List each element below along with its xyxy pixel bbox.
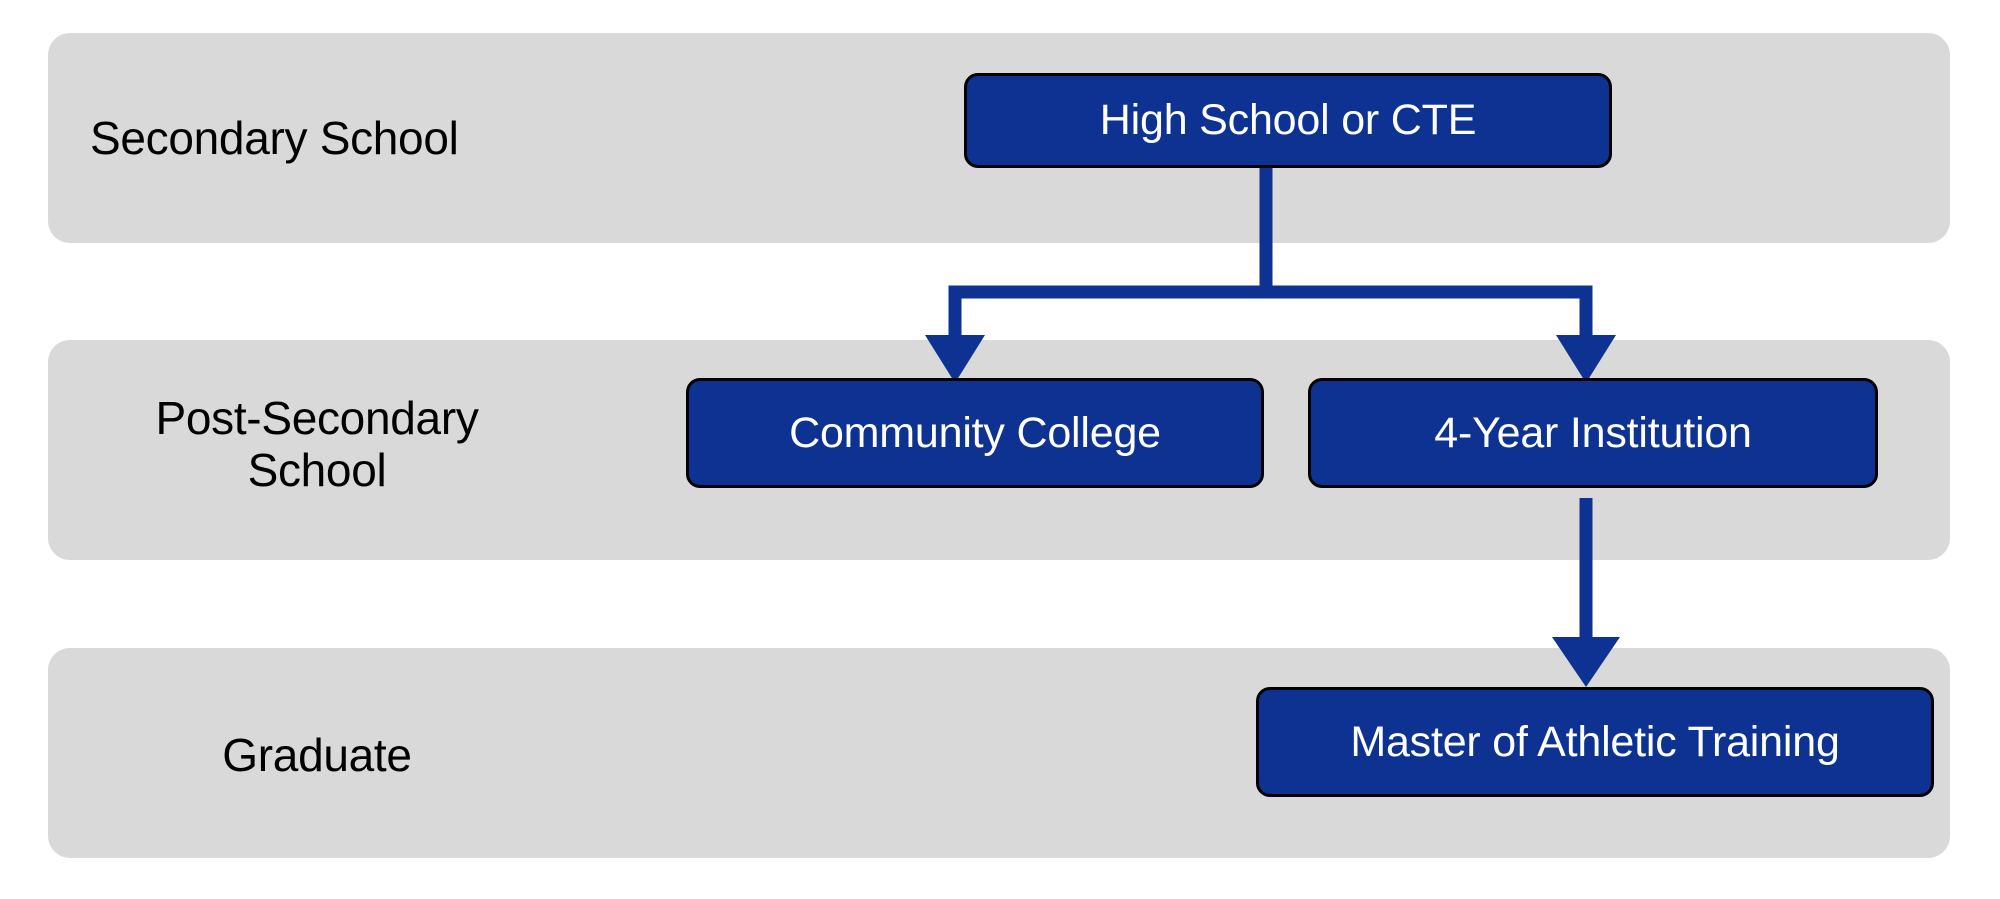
tier-label-graduate: Graduate [222, 729, 412, 781]
node-four-year-institution[interactable]: 4-Year Institution [1308, 378, 1878, 488]
tier-label-secondary: Secondary School [90, 112, 459, 164]
node-high-school[interactable]: High School or CTE [964, 73, 1612, 168]
node-community-college[interactable]: Community College [686, 378, 1264, 488]
tier-label-post-secondary: Post-Secondary School [155, 392, 479, 496]
node-master-of-athletic-training[interactable]: Master of Athletic Training [1256, 687, 1934, 797]
